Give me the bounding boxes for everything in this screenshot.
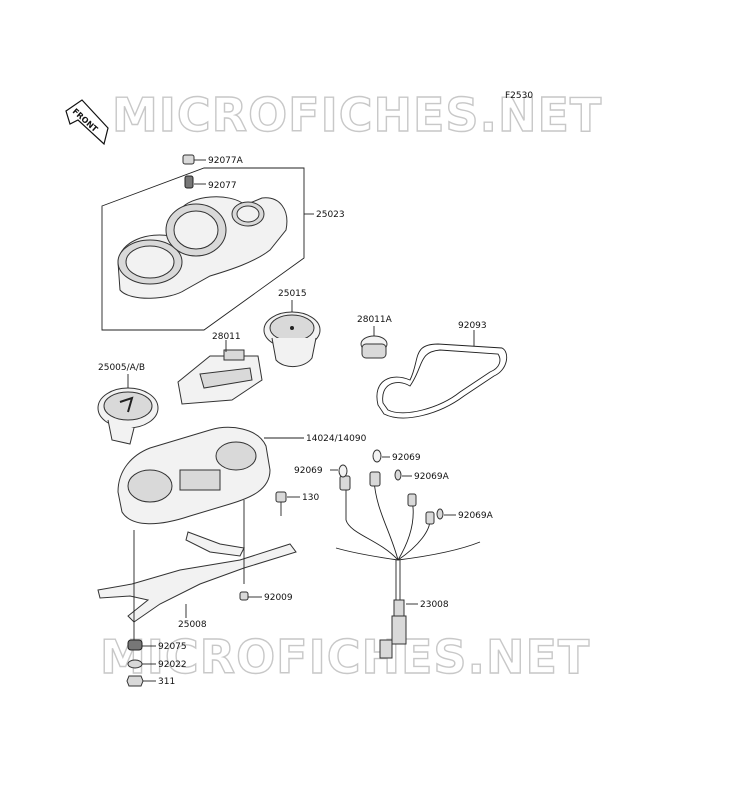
fastener-stack bbox=[126, 530, 156, 687]
front-arrow-icon: FRONT bbox=[65, 99, 109, 146]
nut-92077a bbox=[182, 154, 195, 165]
label-28011a: 28011A bbox=[357, 315, 393, 325]
socket-28011a bbox=[360, 326, 388, 359]
label-92069a-1: 92069A bbox=[414, 472, 450, 482]
dial-25005 bbox=[97, 374, 159, 445]
label-92077: 92077 bbox=[208, 181, 237, 191]
watermark-bottom: MICROFICHES.NET bbox=[100, 630, 590, 684]
label-28011: 28011 bbox=[212, 332, 241, 342]
wire-harness-23008 bbox=[335, 471, 481, 659]
screw-92009 bbox=[239, 500, 262, 601]
label-92093: 92093 bbox=[458, 321, 487, 331]
holder-28011 bbox=[177, 340, 263, 405]
meter-cover bbox=[117, 196, 288, 299]
bulb-92069a-2 bbox=[436, 508, 456, 520]
bulb-92069-top bbox=[372, 449, 390, 463]
label-25005: 25005/A/B bbox=[98, 363, 145, 373]
label-92069-top: 92069 bbox=[392, 453, 421, 463]
band-92093 bbox=[376, 330, 508, 419]
label-130: 130 bbox=[302, 493, 319, 503]
label-25023: 25023 bbox=[316, 210, 345, 220]
label-25015: 25015 bbox=[278, 289, 307, 299]
screw-130 bbox=[275, 491, 300, 516]
label-311: 311 bbox=[158, 677, 175, 687]
label-92022: 92022 bbox=[158, 660, 187, 670]
label-92077a: 92077A bbox=[208, 156, 244, 166]
case-14024 bbox=[117, 426, 304, 525]
label-92069-left: 92069 bbox=[294, 466, 323, 476]
label-25008: 25008 bbox=[178, 620, 207, 630]
label-92069a-2: 92069A bbox=[458, 511, 494, 521]
watermark-top: MICROFICHES.NET bbox=[112, 88, 602, 142]
bracket-25008 bbox=[97, 531, 297, 623]
label-14024: 14024/14090 bbox=[306, 434, 367, 444]
label-23008: 23008 bbox=[420, 600, 449, 610]
bulb-92069a-1 bbox=[394, 469, 412, 481]
gauge-25015 bbox=[263, 300, 321, 367]
label-92075: 92075 bbox=[158, 642, 187, 652]
meter-cover-group bbox=[101, 154, 314, 331]
figure-code: F2530 bbox=[505, 91, 533, 101]
grommet-92077 bbox=[184, 175, 194, 189]
label-92009: 92009 bbox=[264, 593, 293, 603]
bulb-92069-left bbox=[330, 464, 348, 478]
